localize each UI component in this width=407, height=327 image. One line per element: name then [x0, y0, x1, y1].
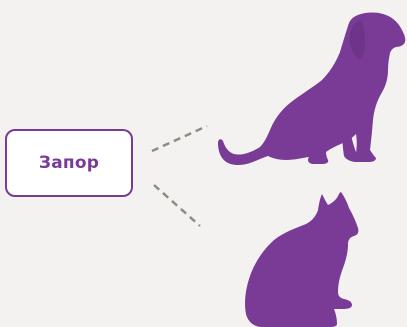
cat-silhouette-icon	[245, 192, 359, 327]
connector-to-cat	[153, 184, 201, 227]
dog-silhouette-icon	[218, 12, 406, 166]
condition-label-box: Запор	[5, 129, 133, 197]
condition-label: Запор	[38, 153, 100, 173]
connector-to-dog	[151, 124, 208, 153]
